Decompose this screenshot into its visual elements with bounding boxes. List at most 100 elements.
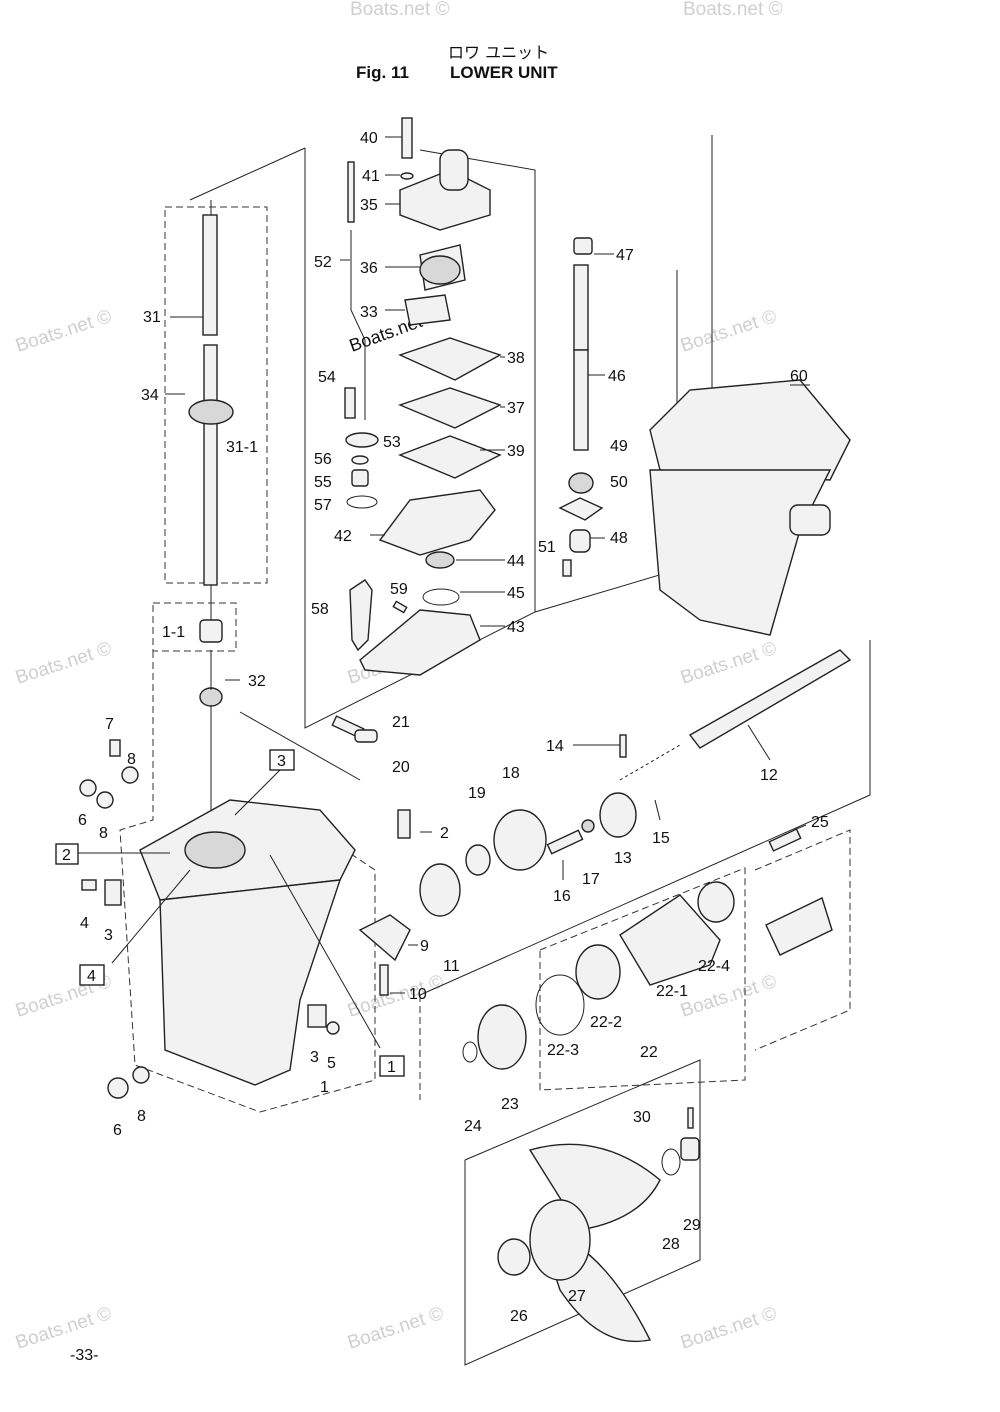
callout-label: 22-3 [547, 1042, 579, 1059]
small-hardware [79, 715, 378, 1099]
callout-label: 53 [383, 434, 401, 451]
callout-label: 1 [320, 1079, 329, 1096]
boxed-reference-3: 3 [269, 749, 295, 771]
watermark: Boats.net © [678, 1303, 779, 1354]
callout-label: 14 [546, 738, 564, 755]
callout-label: 36 [360, 260, 378, 277]
callout-label: 45 [507, 585, 525, 602]
callout-label: 21 [392, 714, 410, 731]
callout-label: 34 [141, 387, 159, 404]
callout-label: 49 [610, 438, 628, 455]
group-frames [119, 147, 871, 1366]
callout-label: 40 [360, 130, 378, 147]
callout-label: 9 [420, 938, 429, 955]
reference-arrows [78, 767, 381, 1049]
callout-labels: 40 41 35 52 36 33 31 38 34 37 54 31-1 53… [78, 130, 829, 1325]
callout-label: 27 [568, 1288, 586, 1305]
callout-label: 38 [507, 350, 525, 367]
watermark: Boats.net © [683, 0, 783, 20]
title-japanese: ロワ ユニット [448, 43, 549, 62]
watermark: Boats.net © [13, 638, 114, 689]
watermark: Boats.net © [678, 971, 779, 1022]
callout-label: 55 [314, 474, 332, 491]
callout-label: 22-1 [656, 983, 688, 1000]
callout-label: 35 [360, 197, 378, 214]
callout-label: 6 [113, 1122, 122, 1139]
bearing-32 [199, 650, 223, 820]
leader-lines [165, 136, 810, 994]
gearcase-housing-1 [139, 799, 356, 1086]
callout-label: 18 [502, 765, 520, 782]
lower-unit-assembly-60 [649, 135, 851, 636]
callout-label: 29 [683, 1217, 701, 1234]
callout-label: 3 [310, 1049, 319, 1066]
callout-label: 20 [392, 759, 410, 776]
boxed-reference-1: 1 [379, 1055, 405, 1077]
callout-label: 48 [610, 530, 628, 547]
callout-label: 19 [468, 785, 486, 802]
watermark: Boats.net © [13, 1303, 114, 1354]
callout-label: 44 [507, 553, 525, 570]
bushing-1-1 [199, 585, 223, 643]
callout-label: 31-1 [226, 439, 258, 456]
callout-label: 6 [78, 812, 87, 829]
svg-text:3: 3 [277, 753, 286, 770]
callout-label: 47 [616, 247, 634, 264]
callout-label: 42 [334, 528, 352, 545]
callout-label: 32 [248, 673, 266, 690]
callout-label: 50 [610, 474, 628, 491]
callout-label: 41 [362, 168, 380, 185]
callout-label: 4 [80, 915, 89, 932]
callout-label: 46 [608, 368, 626, 385]
propeller-shaft-12 [619, 649, 852, 781]
callout-label: 24 [464, 1118, 482, 1135]
callout-label: 54 [318, 369, 336, 386]
callout-label: 30 [633, 1109, 651, 1126]
callout-label: 22-4 [698, 958, 730, 975]
figure-number: Fig. 11 [356, 63, 409, 82]
svg-text:2: 2 [62, 847, 71, 864]
callout-label: 17 [582, 871, 600, 888]
callout-label: 56 [314, 451, 332, 468]
callout-label: 52 [314, 254, 332, 271]
callout-label: 11 [443, 958, 460, 975]
figure-title: LOWER UNIT [450, 63, 558, 82]
svg-text:4: 4 [87, 968, 96, 985]
callout-label: 43 [507, 619, 525, 636]
page-number: -33- [70, 1347, 98, 1364]
callout-label: 8 [127, 751, 136, 768]
callout-label: 60 [790, 368, 808, 385]
callout-label: 23 [501, 1096, 519, 1113]
callout-label: 57 [314, 497, 332, 514]
callout-label: 22 [640, 1044, 658, 1061]
callout-label: 59 [390, 581, 408, 598]
callout-label: 15 [652, 830, 670, 847]
shift-rod-assembly [558, 237, 604, 577]
callout-label: 51 [538, 539, 556, 556]
callout-label: 8 [99, 825, 108, 842]
callout-label: 22-2 [590, 1014, 622, 1031]
watermark: Boats.net © [678, 306, 779, 357]
watermark: Boats.net © [13, 306, 114, 357]
watermark: Boats.net © [678, 638, 779, 689]
callout-label: 26 [510, 1308, 528, 1325]
callout-label: 37 [507, 400, 525, 417]
propeller-assembly [497, 1107, 700, 1343]
svg-text:1: 1 [387, 1059, 396, 1076]
watermark: Boats.net © [350, 0, 450, 20]
callout-label: 12 [760, 767, 778, 784]
watermark: Boats.net © [345, 1303, 446, 1354]
gears-and-bearings [358, 734, 833, 1070]
drive-shaft-31 [188, 200, 234, 586]
callout-label: 2 [440, 825, 449, 842]
callout-label: 31 [143, 309, 161, 326]
callout-label: 16 [553, 888, 571, 905]
boxed-reference-2: 2 [55, 843, 79, 865]
callout-label: 28 [662, 1236, 680, 1253]
callout-label: 39 [507, 443, 525, 460]
boxed-reference-4: 4 [79, 964, 105, 986]
callout-label: 3 [104, 927, 113, 944]
callout-label: 33 [360, 304, 378, 321]
